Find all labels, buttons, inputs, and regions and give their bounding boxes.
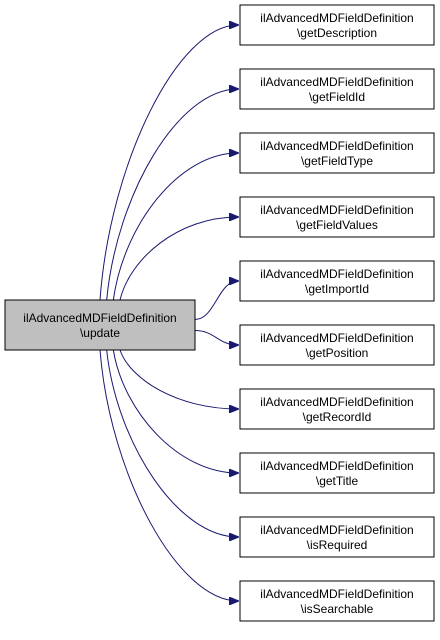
target-node-get-position-box <box>239 324 435 366</box>
target-node-get-field-type[interactable]: ilAdvancedMDFieldDefinition\getFieldType <box>239 132 435 174</box>
edge-to-get-field-id <box>106 89 238 301</box>
source-node-update[interactable]: ilAdvancedMDFieldDefinition\update <box>4 299 196 351</box>
target-node-is-required-method-label: \isRequired <box>307 538 368 552</box>
target-node-is-required-class-label: ilAdvancedMDFieldDefinition <box>260 523 413 537</box>
target-node-get-field-id[interactable]: ilAdvancedMDFieldDefinition\getFieldId <box>239 68 435 110</box>
edge-to-get-title <box>112 349 238 473</box>
target-node-is-searchable-class-label: ilAdvancedMDFieldDefinition <box>260 587 413 601</box>
target-node-is-required-box <box>239 516 435 558</box>
target-node-get-field-type-box <box>239 132 435 174</box>
target-node-get-field-values-box <box>239 196 435 238</box>
target-node-get-import-id-method-label: \getImportId <box>305 282 369 296</box>
target-node-get-title-box <box>239 452 435 494</box>
target-node-get-position-class-label: ilAdvancedMDFieldDefinition <box>260 331 413 345</box>
edge-to-get-description <box>99 25 238 301</box>
target-node-get-import-id-class-label: ilAdvancedMDFieldDefinition <box>260 267 413 281</box>
target-node-is-required[interactable]: ilAdvancedMDFieldDefinition\isRequired <box>239 516 435 558</box>
target-node-get-record-id-box <box>239 388 435 430</box>
edge-to-get-field-values <box>119 217 238 301</box>
edge-to-get-import-id <box>194 281 238 320</box>
target-node-get-description-class-label: ilAdvancedMDFieldDefinition <box>260 11 413 25</box>
target-node-get-field-values-method-label: \getFieldValues <box>296 218 378 232</box>
target-node-get-title[interactable]: ilAdvancedMDFieldDefinition\getTitle <box>239 452 435 494</box>
nodes-group: ilAdvancedMDFieldDefinition\updateilAdva… <box>4 4 435 622</box>
target-node-get-title-class-label: ilAdvancedMDFieldDefinition <box>260 459 413 473</box>
edge-to-get-record-id <box>119 349 238 409</box>
target-node-get-record-id[interactable]: ilAdvancedMDFieldDefinition\getRecordId <box>239 388 435 430</box>
target-node-get-position-method-label: \getPosition <box>306 346 369 360</box>
source-node-update-method-label: \update <box>80 326 120 340</box>
target-node-is-searchable-box <box>239 580 435 622</box>
edge-to-is-required <box>106 349 238 537</box>
target-node-get-description[interactable]: ilAdvancedMDFieldDefinition\getDescripti… <box>239 4 435 46</box>
edge-to-is-searchable <box>99 349 238 601</box>
source-node-update-class-label: ilAdvancedMDFieldDefinition <box>23 311 176 325</box>
target-node-get-field-id-class-label: ilAdvancedMDFieldDefinition <box>260 75 413 89</box>
target-node-get-field-id-method-label: \getFieldId <box>309 90 365 104</box>
target-node-get-field-values[interactable]: ilAdvancedMDFieldDefinition\getFieldValu… <box>239 196 435 238</box>
target-node-get-field-values-class-label: ilAdvancedMDFieldDefinition <box>260 203 413 217</box>
target-node-get-record-id-method-label: \getRecordId <box>303 410 372 424</box>
target-node-get-title-method-label: \getTitle <box>316 474 359 488</box>
target-node-get-description-box <box>239 4 435 46</box>
edge-to-get-position <box>194 330 238 345</box>
target-node-get-field-type-method-label: \getFieldType <box>301 154 373 168</box>
target-node-get-import-id[interactable]: ilAdvancedMDFieldDefinition\getImportId <box>239 260 435 302</box>
target-node-get-field-id-box <box>239 68 435 110</box>
edges-group <box>99 25 238 601</box>
target-node-get-position[interactable]: ilAdvancedMDFieldDefinition\getPosition <box>239 324 435 366</box>
target-node-is-searchable[interactable]: ilAdvancedMDFieldDefinition\isSearchable <box>239 580 435 622</box>
target-node-get-import-id-box <box>239 260 435 302</box>
target-node-get-description-method-label: \getDescription <box>297 26 377 40</box>
target-node-is-searchable-method-label: \isSearchable <box>301 602 374 616</box>
target-node-get-field-type-class-label: ilAdvancedMDFieldDefinition <box>260 139 413 153</box>
edge-to-get-field-type <box>112 153 238 301</box>
source-node-update-box <box>4 299 196 351</box>
target-node-get-record-id-class-label: ilAdvancedMDFieldDefinition <box>260 395 413 409</box>
